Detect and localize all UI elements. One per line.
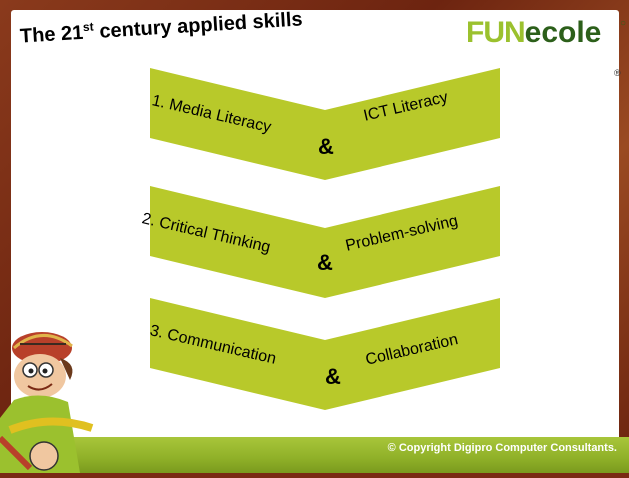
amp-1: &	[318, 134, 334, 159]
registered-icon: ®	[614, 68, 621, 78]
skill-chevron-3: 3. Communication & Collaboration	[148, 298, 500, 410]
logo-fun: FUN	[466, 16, 526, 49]
copyright-text: © Copyright Digipro Computer Consultants…	[387, 442, 617, 454]
funecole-logo: FUNecole ○	[466, 16, 626, 50]
amp-2: &	[317, 250, 333, 275]
amp-3: &	[325, 364, 341, 389]
title-main: The 21	[19, 21, 84, 48]
bottom-stripe	[40, 437, 629, 473]
logo-ecole: ecole	[524, 16, 602, 49]
chevron-shape-1	[150, 68, 500, 180]
skill-chevron-2: 2. Critical Thinking & Problem-solving	[140, 186, 500, 298]
mascot-character-icon	[0, 318, 100, 473]
logo-mark-icon: ○	[620, 18, 627, 29]
skill-chevron-1: 1. Media Literacy & ICT Literacy	[150, 68, 500, 180]
chevron-shape-3	[150, 298, 500, 410]
chevron-shape-2	[150, 186, 500, 298]
